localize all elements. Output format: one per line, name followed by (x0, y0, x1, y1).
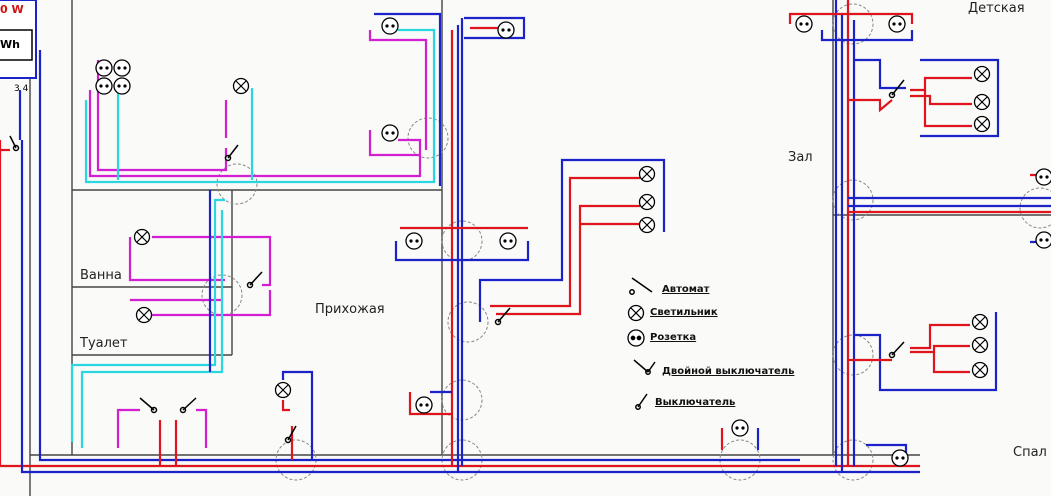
wire-neutral (920, 58, 1000, 138)
walls (29, 0, 1051, 496)
wire-neutral (854, 58, 906, 90)
socket-icon (405, 232, 423, 250)
lamp-icon (133, 228, 151, 246)
wire-neutral (854, 312, 998, 392)
wire-magenta (196, 408, 208, 448)
meter-terminals: 3 4 (14, 84, 29, 94)
socket-icon (1035, 231, 1051, 249)
wire-magenta (128, 237, 225, 282)
socket-icon (891, 449, 909, 467)
wire-phase (848, 98, 893, 113)
electric-meter (0, 0, 37, 79)
lamp-icon (232, 77, 250, 95)
wire-neutral (820, 30, 914, 42)
socket-icon (113, 59, 131, 77)
legend-socket: Розетка (650, 332, 697, 343)
breaker-icon (629, 289, 635, 295)
wire-cyan (80, 210, 224, 448)
lamp-icon (627, 304, 645, 322)
wire-cyan (84, 28, 436, 184)
lamp-icon (638, 193, 656, 211)
socket-icon (1035, 168, 1051, 186)
room-label-bedroom: Спал (1013, 445, 1047, 460)
socket-icon (888, 15, 906, 33)
wire-phase (496, 204, 640, 316)
socket-icon (415, 396, 433, 414)
wire-neutral (20, 140, 920, 474)
wire-phase (910, 76, 972, 92)
wire-neutral (281, 370, 314, 460)
socket-icon (95, 77, 113, 95)
lamp-icon (274, 381, 292, 399)
wire-cyan (70, 198, 225, 442)
wire-phase (932, 352, 970, 374)
double-switch-icon (633, 359, 656, 375)
socket-icon (95, 59, 113, 77)
wire-neutral (394, 241, 530, 262)
lamp-icon (971, 336, 989, 354)
wire-phase (408, 392, 452, 416)
legend-double-switch: Двойной выключатель (662, 366, 795, 377)
lamp-icon (973, 115, 991, 133)
meter-power: 0 W (0, 3, 24, 16)
wire-neutral (478, 158, 666, 322)
socket-icon (731, 419, 749, 437)
socket-icon (113, 77, 131, 95)
wire-magenta (116, 408, 140, 448)
wire-neutral (374, 12, 442, 186)
lamp-icon (973, 65, 991, 83)
wire-neutral (38, 50, 800, 462)
room-label-toilet: Туалет (80, 336, 128, 351)
lamp-icon (971, 361, 989, 379)
legend-symbols (627, 277, 656, 410)
socket-icon (499, 232, 517, 250)
meter-unit: Wh (0, 38, 20, 51)
socket-icon (381, 17, 399, 35)
junction-boxes (201, 3, 1051, 481)
switch-icon (635, 393, 648, 410)
legend-lamp: Светильник (650, 307, 718, 318)
room-label-corridor: Прихожая (315, 302, 385, 317)
wire-phase (923, 90, 972, 128)
wire-phase (910, 323, 970, 350)
lamp-icon (973, 93, 991, 111)
socket-icon (381, 124, 399, 142)
wire-phase (490, 176, 640, 308)
wire-magenta (368, 30, 428, 150)
wire-neutral (866, 443, 908, 455)
wire-phase (0, 140, 920, 468)
wire-neutral (464, 16, 526, 40)
wire-phase (910, 344, 970, 354)
wires (0, 0, 1051, 474)
wire-magenta (88, 90, 422, 178)
lamp-icon (971, 313, 989, 331)
wire-magenta (368, 130, 420, 157)
room-label-hall: Зал (788, 150, 813, 165)
wire-magenta (152, 290, 272, 317)
socket-icon (497, 21, 515, 39)
legend-breaker: Автомат (662, 284, 710, 295)
wire-phase (788, 12, 914, 24)
lamp-icon (638, 165, 656, 183)
lamp-icon (638, 216, 656, 234)
symbols (9, 15, 1051, 467)
room-label-bath: Ванна (80, 268, 122, 283)
socket-icon (795, 15, 813, 33)
room-label-childroom: Детская (968, 1, 1025, 16)
lamp-icon (135, 306, 153, 324)
wire-phase (910, 94, 972, 106)
socket-icon (627, 329, 645, 347)
wire-phase (281, 400, 290, 412)
switch-icon (9, 79, 905, 444)
legend-switch: Выключатель (655, 397, 736, 408)
